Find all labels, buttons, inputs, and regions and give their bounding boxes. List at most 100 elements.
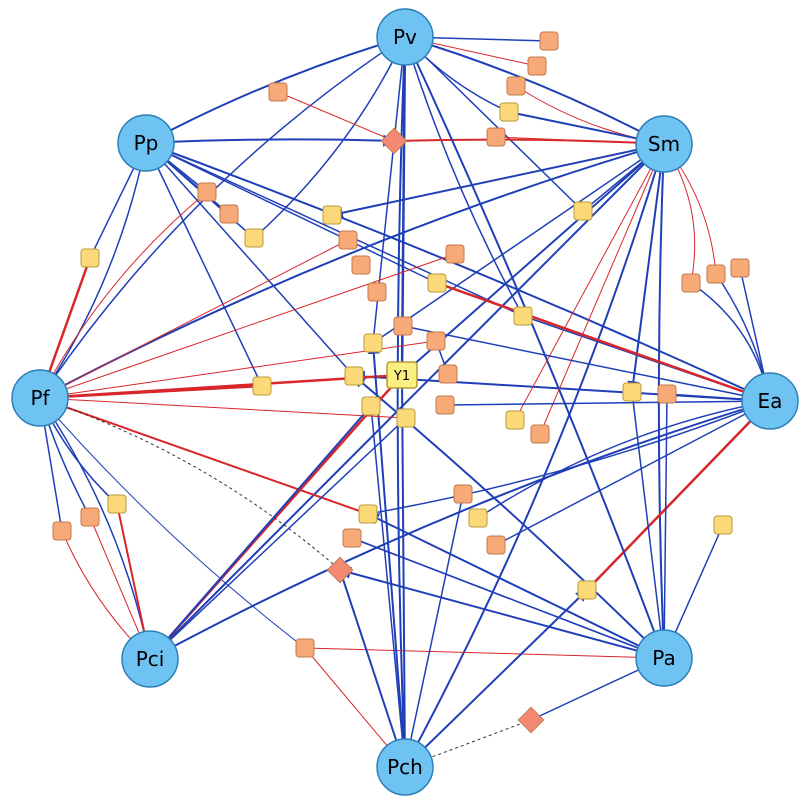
intermediate-box-orange[interactable] bbox=[506, 76, 526, 96]
edge-pa-to-b45 bbox=[338, 567, 665, 659]
intermediate-box-orange[interactable] bbox=[539, 31, 559, 51]
edge-pch-to-b39 bbox=[404, 493, 466, 768]
edge-pp-to-b7 bbox=[145, 134, 396, 147]
edge-ea-to-b41 bbox=[477, 400, 771, 519]
intermediate-box-orange[interactable] bbox=[530, 424, 550, 444]
intermediate-box-orange[interactable] bbox=[52, 521, 72, 541]
intermediate-box-yellow[interactable] bbox=[499, 102, 519, 122]
edge-pa-to-b47 bbox=[304, 644, 665, 659]
intermediate-box-yellow[interactable] bbox=[322, 205, 342, 225]
intermediate-box-yellow[interactable] bbox=[427, 273, 447, 293]
edge-pp-to-b18 bbox=[145, 142, 524, 317]
intermediate-box-yellow[interactable] bbox=[505, 410, 525, 430]
edge-sm-to-b7 bbox=[392, 134, 665, 148]
intermediate-box-orange[interactable] bbox=[342, 528, 362, 548]
center-node-y1[interactable]: Y1 bbox=[386, 361, 418, 389]
intermediate-box-orange[interactable] bbox=[426, 331, 446, 351]
node-pp[interactable]: Pp bbox=[117, 114, 175, 172]
edge-sm-to-b28 bbox=[627, 143, 665, 394]
node-pf[interactable]: Pf bbox=[11, 369, 69, 427]
intermediate-box-yellow[interactable] bbox=[622, 382, 642, 402]
node-pci[interactable]: Pci bbox=[121, 630, 179, 688]
intermediate-box-orange[interactable] bbox=[219, 204, 239, 224]
diamond-node[interactable] bbox=[380, 127, 408, 155]
node-label-pf: Pf bbox=[30, 386, 50, 410]
diamond-node[interactable] bbox=[517, 706, 545, 734]
intermediate-box-yellow[interactable] bbox=[713, 515, 733, 535]
intermediate-box-orange[interactable] bbox=[338, 230, 358, 250]
intermediate-box-yellow[interactable] bbox=[361, 396, 381, 416]
edge-pf-to-b45 bbox=[39, 397, 341, 571]
intermediate-box-orange[interactable] bbox=[197, 182, 217, 202]
intermediate-box-orange[interactable] bbox=[438, 364, 458, 384]
edge-b16-to-ea bbox=[436, 281, 774, 409]
intermediate-box-yellow[interactable] bbox=[577, 580, 597, 600]
intermediate-box-yellow[interactable] bbox=[107, 494, 127, 514]
edge-b21-to-pf bbox=[38, 340, 437, 402]
center-node-label: Y1 bbox=[393, 369, 410, 384]
intermediate-box-orange[interactable] bbox=[351, 255, 371, 275]
edge-pp-to-b22 bbox=[145, 142, 355, 377]
intermediate-box-yellow[interactable] bbox=[468, 508, 488, 528]
node-label-pci: Pci bbox=[136, 647, 165, 671]
intermediate-box-orange[interactable] bbox=[80, 507, 100, 527]
intermediate-box-yellow[interactable] bbox=[363, 333, 383, 353]
node-label-sm: Sm bbox=[648, 132, 680, 156]
edge-pp-to-b16 bbox=[145, 142, 438, 284]
edge-b19-to-ea bbox=[402, 325, 771, 404]
node-pch[interactable]: Pch bbox=[376, 738, 434, 796]
edge-sm-to-b20 bbox=[372, 143, 665, 344]
edge-b46-to-ea bbox=[586, 394, 777, 591]
intermediate-box-orange[interactable] bbox=[730, 258, 750, 278]
intermediate-box-orange[interactable] bbox=[295, 638, 315, 658]
edge-pa-to-b28 bbox=[628, 391, 665, 659]
intermediate-box-orange[interactable] bbox=[681, 273, 701, 293]
edge-b25-to-pci bbox=[149, 405, 372, 660]
node-label-pp: Pp bbox=[134, 131, 159, 155]
edges-layer bbox=[32, 35, 777, 770]
edge-b43-to-ea bbox=[495, 400, 771, 546]
edge-pch-to-b46 bbox=[404, 589, 588, 768]
edge-ea-to-pp bbox=[144, 141, 771, 402]
edge-b8-to-pf bbox=[37, 191, 208, 400]
edge-pp-to-b24 bbox=[145, 142, 263, 387]
edge-pa-to-b40 bbox=[366, 513, 665, 659]
edge-pv-to-b12 bbox=[404, 36, 584, 212]
node-label-pch: Pch bbox=[387, 755, 423, 779]
intermediate-box-orange[interactable] bbox=[657, 384, 677, 404]
edge-b14-to-pf bbox=[38, 253, 456, 402]
intermediate-box-yellow[interactable] bbox=[358, 504, 378, 524]
edge-pch-to-b25 bbox=[367, 405, 406, 768]
intermediate-box-orange[interactable] bbox=[486, 535, 506, 555]
intermediate-box-orange[interactable] bbox=[453, 484, 473, 504]
diamond-node[interactable] bbox=[326, 556, 354, 584]
intermediate-box-yellow[interactable] bbox=[513, 306, 533, 326]
node-pa[interactable]: Pa bbox=[635, 629, 693, 687]
node-label-pv: Pv bbox=[393, 25, 417, 49]
edge-pv-to-b18 bbox=[404, 36, 524, 317]
intermediate-box-orange[interactable] bbox=[367, 282, 387, 302]
intermediate-box-yellow[interactable] bbox=[252, 376, 272, 396]
node-sm[interactable]: Sm bbox=[635, 115, 693, 173]
intermediate-box-yellow[interactable] bbox=[344, 366, 364, 386]
edge-ea-to-pci bbox=[148, 400, 771, 660]
intermediate-box-orange[interactable] bbox=[527, 56, 547, 76]
edge-b27-to-ea bbox=[444, 396, 771, 406]
intermediate-box-yellow[interactable] bbox=[244, 228, 264, 248]
intermediate-box-yellow[interactable] bbox=[80, 248, 100, 268]
edge-pv-to-b20 bbox=[369, 36, 406, 344]
intermediate-box-orange[interactable] bbox=[435, 395, 455, 415]
intermediate-box-yellow[interactable] bbox=[396, 408, 416, 428]
intermediate-box-orange[interactable] bbox=[706, 264, 726, 284]
intermediate-box-orange[interactable] bbox=[445, 244, 465, 264]
intermediate-box-orange[interactable] bbox=[486, 127, 506, 147]
edge-pv-to-b10 bbox=[253, 36, 406, 239]
node-pv[interactable]: Pv bbox=[376, 8, 434, 66]
edge-pf-to-b47 bbox=[39, 397, 306, 649]
intermediate-box-orange[interactable] bbox=[393, 316, 413, 336]
node-ea[interactable]: Ea bbox=[741, 372, 799, 430]
intermediate-box-yellow[interactable] bbox=[573, 201, 593, 221]
intermediate-box-orange[interactable] bbox=[268, 82, 288, 102]
edge-pa-to-b29 bbox=[662, 393, 672, 659]
edge-pf-to-b40 bbox=[39, 397, 372, 521]
